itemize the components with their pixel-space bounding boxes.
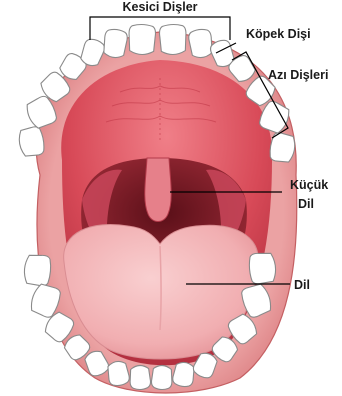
upper-incisor-right-1 (159, 24, 186, 55)
lower-incisor-left-1 (129, 365, 151, 390)
uvula-label-line1: Küçük (290, 178, 328, 192)
upper-incisor-right-2 (188, 28, 214, 59)
canine-label: Köpek Dişi (246, 27, 311, 41)
upper-incisor-left-2 (102, 28, 128, 59)
lower-incisor-right-1 (151, 365, 173, 390)
lower-molar-left-3 (23, 254, 52, 287)
incisors-label: Kesici Dişler (122, 0, 197, 14)
lower-molar-right-3 (248, 252, 277, 285)
upper-incisor-left-1 (128, 24, 155, 55)
uvula-label-line2: Dil (298, 197, 314, 211)
molars-label: Azı Dişleri (268, 68, 328, 82)
tongue-label: Dil (294, 278, 310, 292)
uvula (145, 158, 171, 222)
